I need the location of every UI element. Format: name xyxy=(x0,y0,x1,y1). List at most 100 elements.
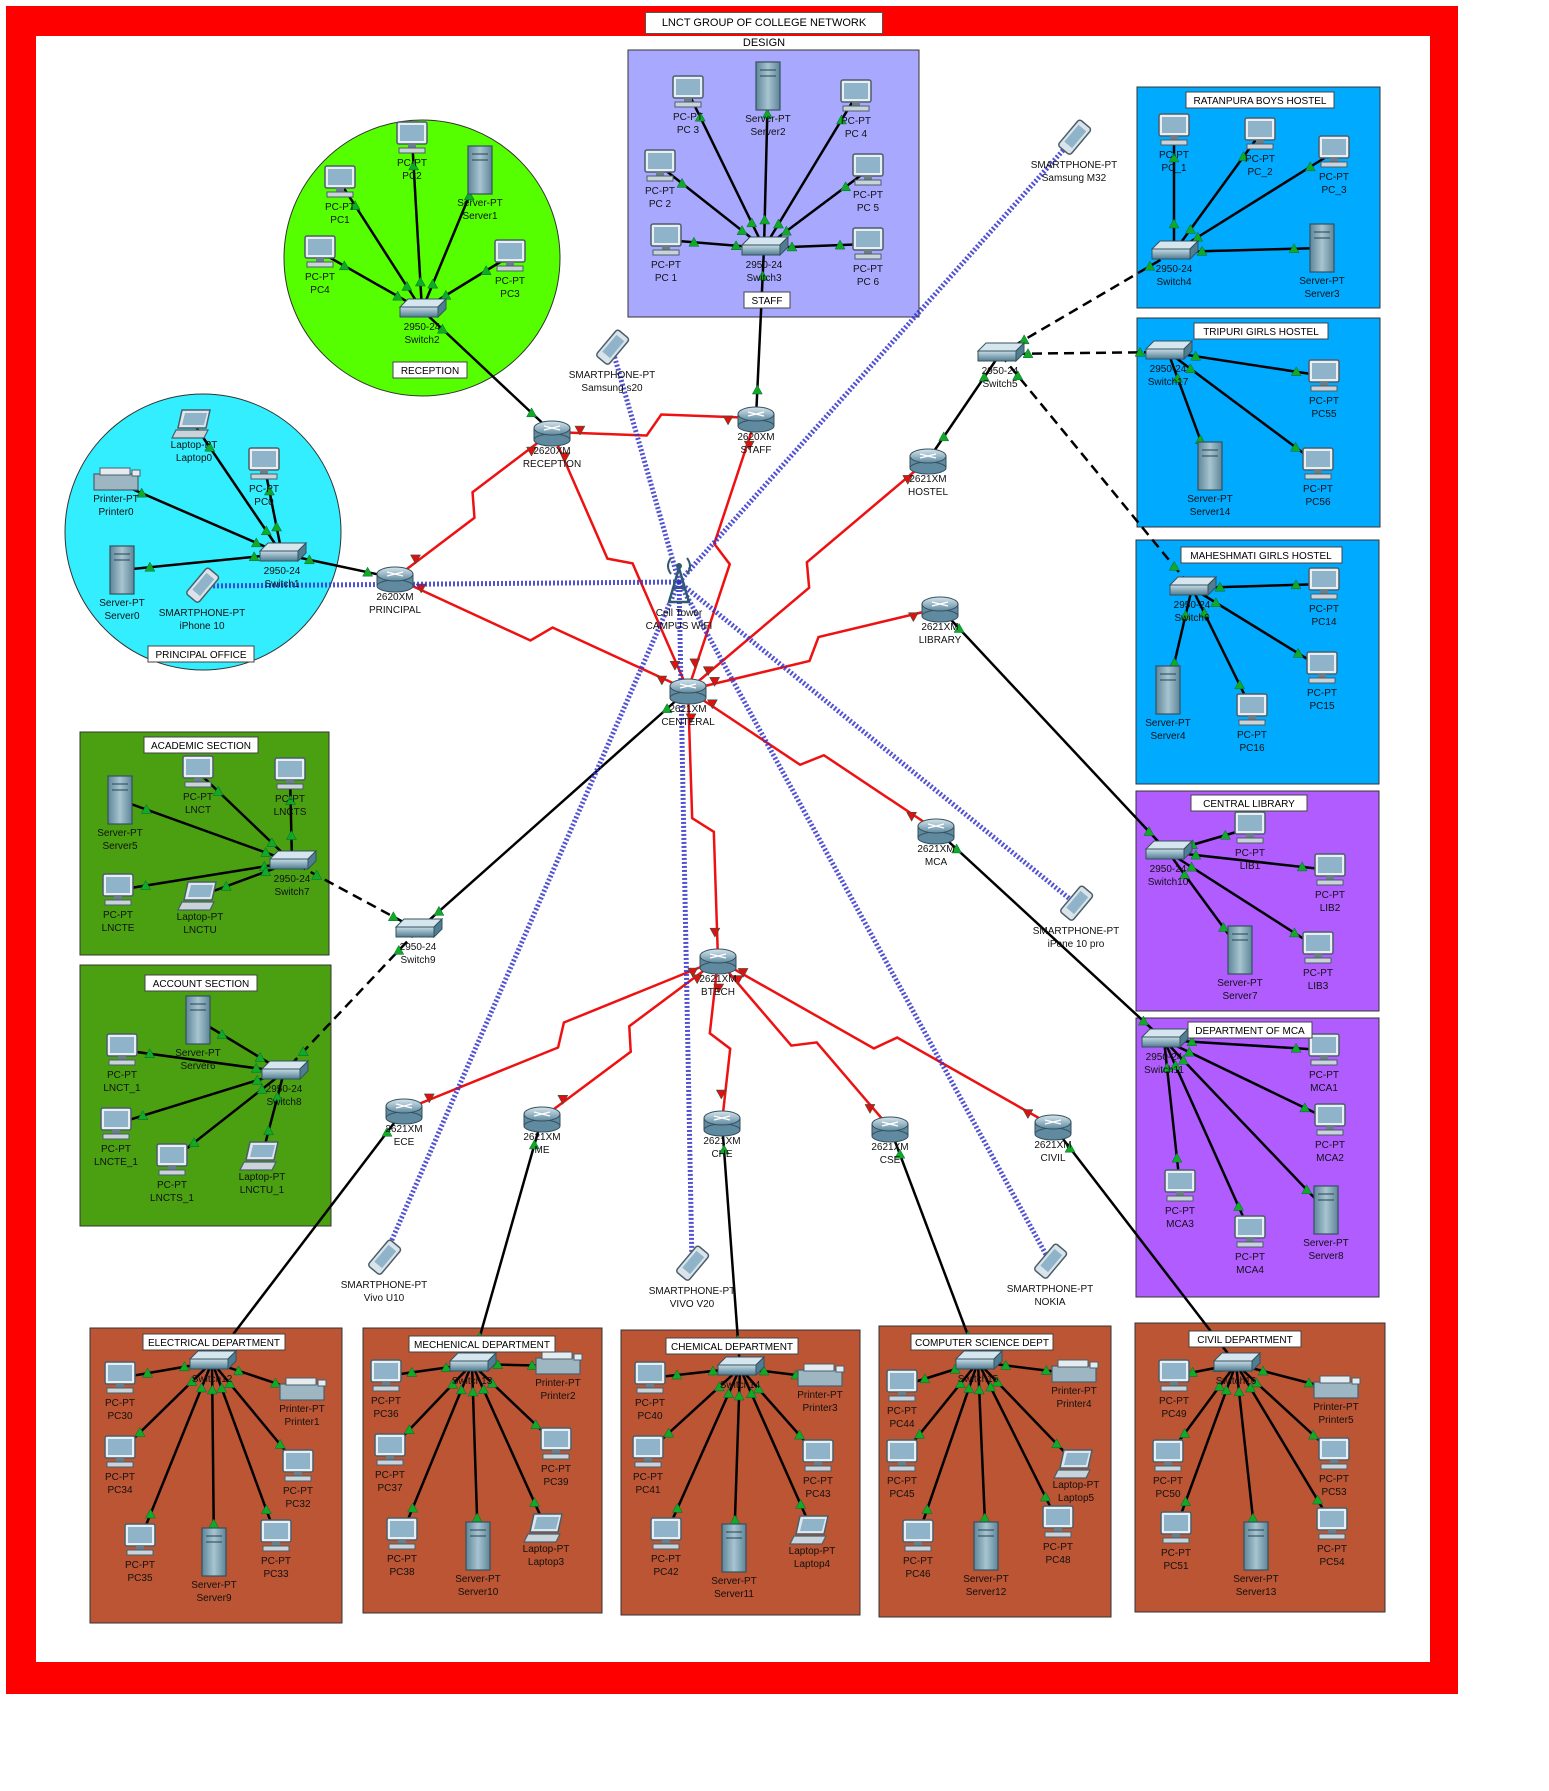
device-cs_sw15[interactable]: Switch15 xyxy=(954,1349,1004,1385)
device-el_sw12[interactable]: Switch12 xyxy=(188,1349,238,1385)
device-cv_sw16[interactable]: Switch16 xyxy=(1212,1351,1262,1387)
device-ch_sw14[interactable]: Switch14 xyxy=(716,1355,766,1391)
device-me_sw13[interactable]: Switch13 xyxy=(448,1351,498,1387)
